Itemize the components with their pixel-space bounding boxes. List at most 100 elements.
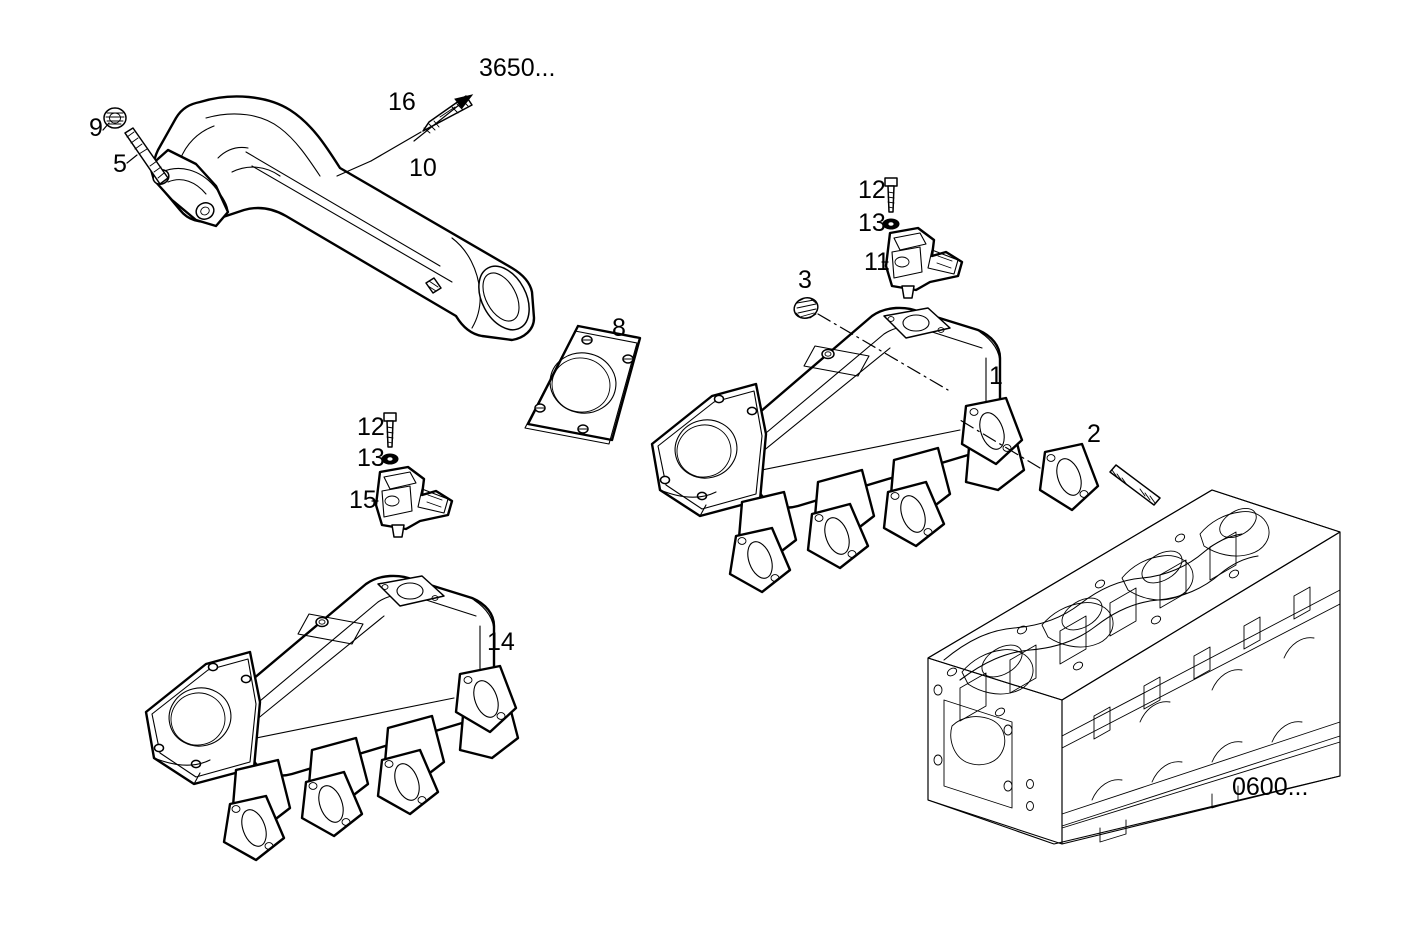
gasket-8[interactable] [524,324,642,445]
manifold-14-port-hole-3a [384,760,394,768]
manifold-1-inlet-flange [650,382,768,518]
manifold-14-port-hole-1a [231,805,241,813]
bolt-12-upper[interactable] [884,177,898,213]
cylinder-head-side-lug-5 [1293,586,1311,620]
manifold-14-sensor-pad-hole-l [381,584,389,590]
callout-2: 2 [1087,420,1101,448]
cylinder-head-front-hole-2 [933,754,943,766]
manifold-14-sensor-pad-bore [396,582,424,600]
sensor-15-cap [383,471,417,490]
cylinder-head-arc-1 [1091,779,1123,801]
cylinder-head-front-panel [943,699,1013,809]
callout-5: 5 [113,150,127,178]
intake-pipe-highlight-1 [245,151,441,267]
manifold-1-inlet-hole-bl [659,475,671,485]
exhaust-manifold-upper[interactable] [650,306,1026,594]
cylinder-head-arc-6 [1211,669,1243,691]
manifold-stud-thread [1111,469,1156,504]
intake-pipe-assembly[interactable] [102,94,539,342]
bolt-12-upper-head [884,177,898,187]
manifold-1-inlet-hole-tl [713,394,725,404]
manifold-stud[interactable] [1109,464,1161,506]
port-gasket-2[interactable] [959,419,1100,512]
sensor-11-boss [894,256,910,268]
gasket-8-body [526,324,642,442]
manifold-14-inlet-hole-bl [153,743,165,753]
sensor-15-boss [384,495,400,507]
cylinder-head-bore-4 [1219,507,1257,539]
intake-pipe-outlet-bore [482,272,520,322]
cylinder-head[interactable] [927,489,1341,845]
stud-5[interactable] [124,127,169,185]
manifold-1-sensor-pad-hole-r [937,327,945,333]
manifold-1-inlet-bore-inner [676,424,732,478]
callout-15: 15 [349,486,377,514]
manifold-1-cap-curve [979,331,1001,365]
intake-pipe-flange-hole-2 [195,202,215,220]
cylinder-head-side-rail-1 [1061,589,1341,737]
sensor-15[interactable] [371,465,454,538]
manifold-1-port-hole-2a [814,514,824,522]
callout-14: 14 [487,628,515,656]
cylinder-head-saddle-3 [1059,615,1087,665]
bolt-12-lower-thread [386,426,394,444]
manifold-14-port-hole-2a [308,782,318,790]
cylinder-head-bottom-rail [1061,741,1341,829]
cylinder-head-saddle-1 [959,672,987,722]
cylinder-head-runner-3 [1121,555,1194,601]
leader-5 [126,154,138,164]
manifold-1-rib [803,345,870,377]
port-gasket-2-hole-b [1079,490,1089,498]
cylinder-head-side-rail-3 [1061,721,1341,815]
cylinder-head-bolt-boss-7 [1150,615,1162,625]
manifold-1-crease [751,429,961,473]
washer-13-lower[interactable] [381,453,399,465]
cylinder-head-front-hole-4 [1003,780,1013,792]
bolt-12-lower-head [383,412,397,422]
bolt-12-lower[interactable] [383,412,397,448]
cylinder-head-front-cavity [950,716,1006,766]
manifold-1-port-hole-2b [847,550,857,558]
cylinder-head-bolt-boss-6 [1072,661,1084,671]
cylinder-head-bolt-boss-2 [1016,625,1028,635]
manifold-1-inlet-hole-tr [746,406,758,416]
washer-13-upper[interactable] [882,218,900,230]
nut-9-facets [105,107,125,129]
manifold-14-port-bore-1 [241,809,267,847]
nut-3-thread [796,299,817,318]
washer-13-lower-bore [387,457,393,461]
manifold-14-inlet-hole-tr [240,674,252,684]
callout-12-upper: 12 [858,176,886,204]
manifold-14-inlet-hole-tl [207,662,219,672]
arrow-to-3650-shaft [413,100,465,142]
cylinder-head-bottom-notch-2 [1211,785,1239,809]
leader-10 [336,160,372,177]
sensor-11-stem [901,285,915,299]
manifold-14-cap-curve [473,599,495,633]
manifold-1-rib-hole-bore [824,351,832,357]
cylinder-head-bolt-boss-4 [1174,533,1186,543]
cylinder-head-front-hole-3 [1003,724,1013,736]
nut-3[interactable] [791,295,949,391]
exhaust-manifold-lower[interactable] [144,574,520,862]
callout-9: 9 [89,114,103,142]
manifold-14-rib [297,613,364,645]
manifold-1-port-hole-4b [1002,444,1012,452]
manifold-14-rib-hole [315,616,329,628]
sensor-15-face [381,485,413,518]
manifold-1-port-hole-1b [770,574,780,582]
manifold-1-sensor-pad-hole-l [887,316,895,322]
callout-13-upper: 13 [858,209,886,237]
port-gasket-2-bore [1056,458,1082,496]
sensor-15-body [374,465,454,531]
intake-pipe-highlight-3 [231,166,281,177]
manifold-14-sensor-pad-hole-r [431,595,439,601]
intake-pipe-nipple-detail [427,280,439,292]
manifold-1-inlet-bore [674,419,738,479]
sensor-11[interactable] [881,226,964,299]
manifold-14-rib-hole-bore [318,619,326,625]
manifold-14-body [231,574,496,777]
gasket-8-edge [524,330,638,445]
cylinder-head-runner-1 [961,649,1034,695]
